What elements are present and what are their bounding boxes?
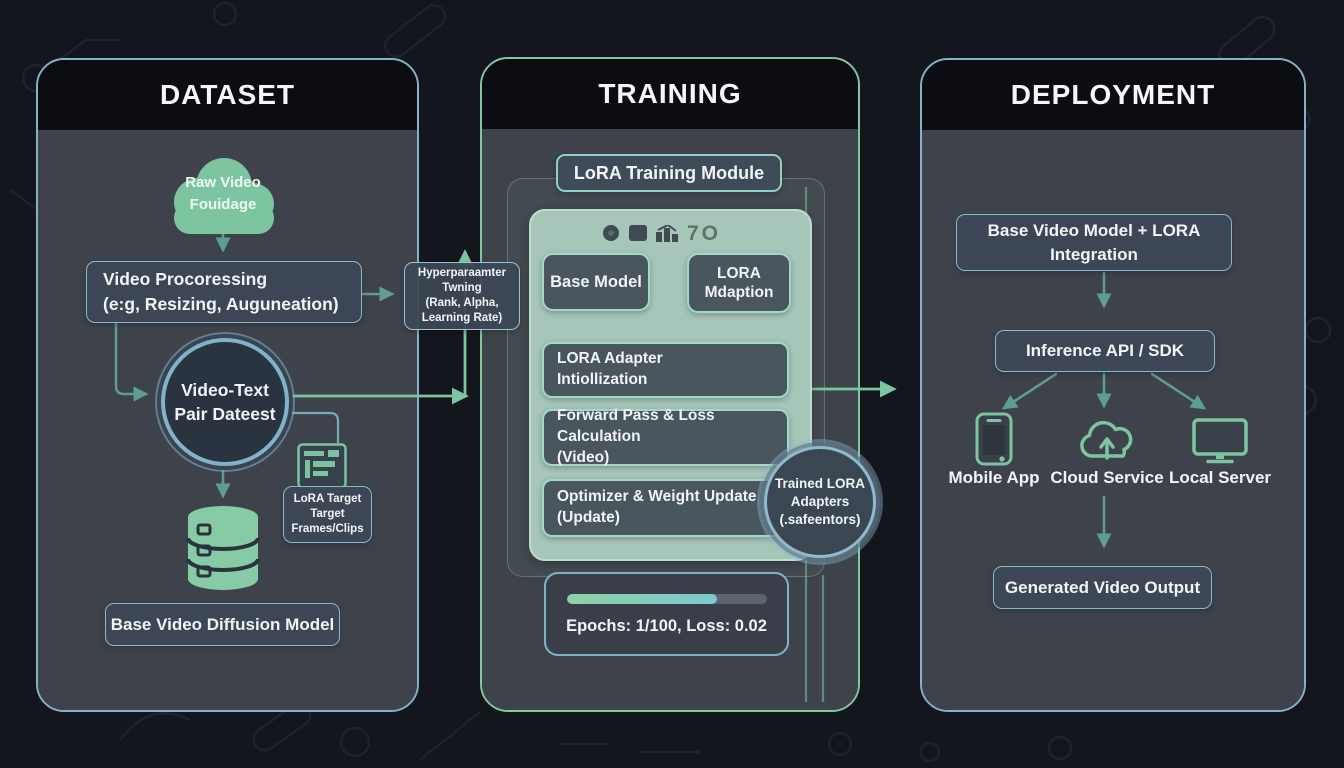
progress-fill [566,594,717,604]
progress-bar [566,594,767,604]
document-icon [297,443,347,489]
generated-output-box: Generated Video Output [993,566,1212,609]
video-text-pair-circle: Video-Text Pair Dateest [161,338,289,466]
cloud-upload-icon [1080,420,1133,460]
base-model-box: Base Model [542,253,650,311]
mobile-icon [975,412,1013,466]
dataset-title: DATASET [159,79,296,110]
lora-module-title-box: LoRA Training Module [556,154,782,192]
lora-target-box: LoRA Target Target Frames/Clips [283,486,372,543]
training-decor-icons: 7O [602,221,721,245]
server-icon [1192,418,1248,464]
chart-icon [656,224,678,242]
deployment-header: DEPLOYMENT [922,60,1304,130]
local-server-label: Local Server [1168,468,1272,487]
base-diffusion-box: Base Video Diffusion Model [105,603,340,646]
gear-icon [603,225,619,241]
cloud-label: Raw Video Fouidage [185,174,261,213]
cloud-icon [174,158,274,234]
dataset-header: DATASET [38,60,417,130]
deployment-title: DEPLOYMENT [1010,79,1216,110]
trained-adapters-circle: Trained LORA Adapters (.safeentors) [764,446,876,558]
training-progress-box: Epochs: 1/100, Loss: 0.02 [544,572,789,656]
mobile-app-label: Mobile App [948,468,1040,487]
progress-label: Epochs: 1/100, Loss: 0.02 [566,617,767,635]
hyperparameter-box: Hyperparaamter Twning (Rank, Alpha, Lear… [404,262,520,330]
step-forward-pass-box: Forward Pass & Loss Calculation (Video) [542,407,789,466]
training-header: TRAINING [482,59,858,129]
integration-box: Base Video Model + LORA Integration [956,214,1232,271]
decor-glyphs: 7O [687,221,722,245]
inference-api-box: Inference API / SDK [995,330,1215,372]
square-icon [629,225,647,241]
cloud-service-label: Cloud Service [1050,468,1164,487]
step-adapter-init-box: LORA Adapter Intiollization [542,342,789,398]
video-processing-box: Video Procoressing (e:g, Resizing, Augun… [86,261,362,323]
lora-adaption-box: LORA Mdaption [687,253,791,313]
step-optimizer-box: Optimizer & Weight Update (Update) [542,479,789,537]
database-icon [186,506,260,590]
deployment-panel: DEPLOYMENT [920,58,1306,712]
training-title: TRAINING [598,78,742,109]
